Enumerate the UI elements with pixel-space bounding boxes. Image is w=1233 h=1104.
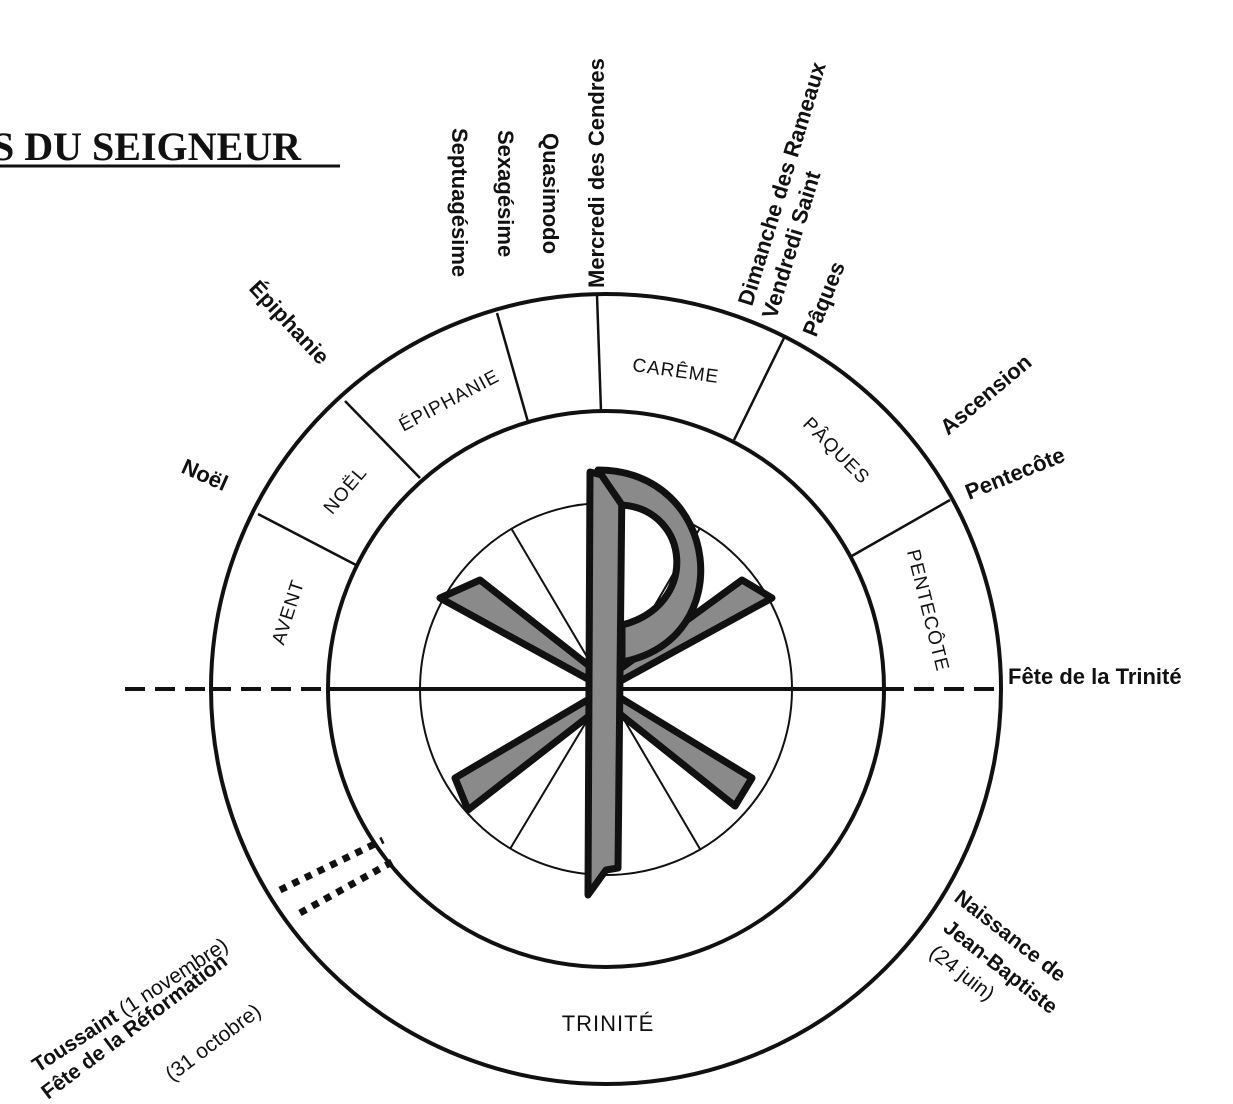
season-pentecote: PENTECÔTE (902, 547, 954, 674)
feast-reformation: Fête de la Réformation (37, 949, 232, 1104)
feast-epiphanie: Épiphanie (244, 275, 334, 369)
season-noel: NOËL (320, 462, 372, 518)
feast-sexagesime: Sexagésime (493, 130, 518, 257)
season-dividers (257, 294, 951, 567)
season-trinite: TRINITÉ (562, 1011, 655, 1036)
feast-noel: Noël (178, 454, 232, 496)
feast-trinite: Fête de la Trinité (1008, 664, 1182, 689)
feast-quasimodo: Quasimodo (538, 133, 563, 254)
chi-rho-icon (436, 466, 776, 899)
page-title: S DU SEIGNEUR (0, 124, 302, 169)
feast-reformation-date: (31 octobre) (161, 999, 265, 1086)
season-epiphanie: ÉPIPHANIE (396, 366, 503, 436)
season-careme: CARÊME (631, 354, 721, 388)
feast-mercredi-cendres: Mercredi des Cendres (584, 58, 609, 288)
feast-paques: Pâques (797, 258, 849, 340)
season-paques: PÂQUES (798, 413, 874, 489)
dotted-markers (278, 836, 394, 917)
feast-ascension: Ascension (935, 349, 1036, 440)
feast-pentecote: Pentecôte (962, 442, 1069, 505)
feast-septuagesime: Septuagésime (447, 128, 472, 277)
season-avent: AVENT (268, 577, 309, 647)
